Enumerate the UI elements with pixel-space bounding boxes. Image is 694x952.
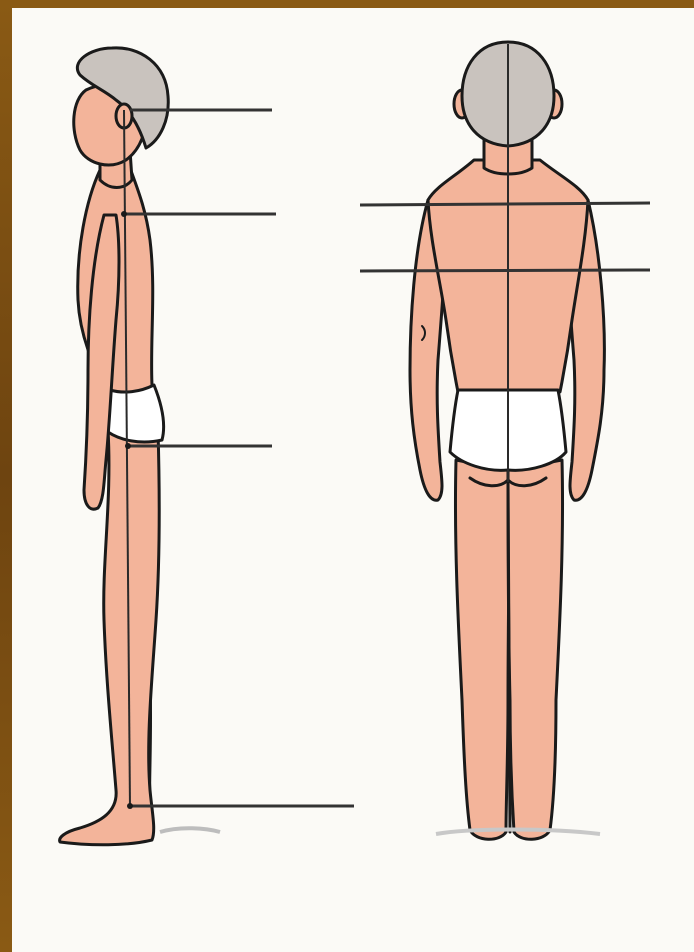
side-front-leg xyxy=(60,430,160,845)
back-reference-line-shoulder xyxy=(360,203,650,205)
side-ground-shadow xyxy=(160,828,220,832)
back-leg-gap xyxy=(508,480,510,832)
back-right-leg xyxy=(508,460,563,839)
back-reference-line-shoulder-blade xyxy=(360,270,650,271)
back-left-leg xyxy=(455,460,508,839)
side-briefs xyxy=(106,385,164,442)
